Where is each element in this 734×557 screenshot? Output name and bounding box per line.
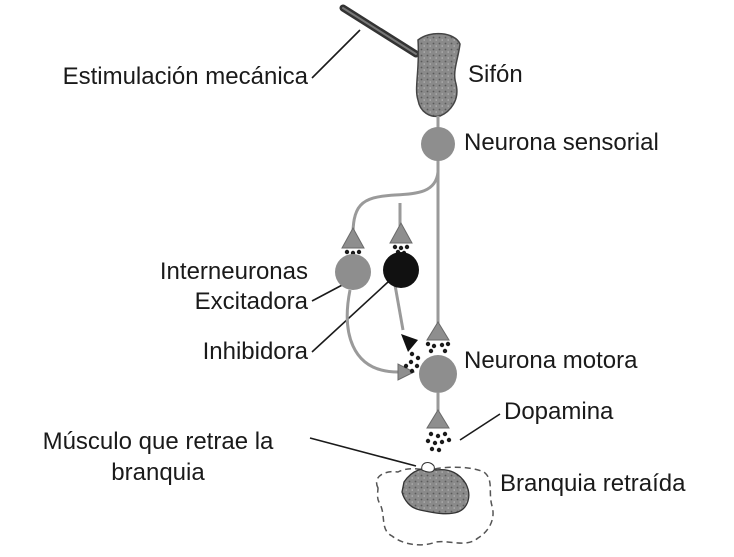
excitatory-label: Excitadora (194, 288, 308, 315)
interneurons-label: Interneuronas (159, 258, 308, 285)
sensory-neuron-body (421, 127, 455, 161)
stimulus-label: Estimulación mecánica (62, 63, 308, 90)
muscle-label-line1: Músculo que retrae la (42, 428, 274, 455)
sensory-neuron-label: Neurona sensorial (464, 129, 659, 156)
leader-lines (309, 29, 501, 467)
gill-outline (375, 466, 494, 546)
muscle-label-line2: branquia (111, 459, 205, 486)
motor-neuron-body (419, 355, 457, 393)
gill-label: Branquia retraída (500, 470, 686, 497)
gill-body (401, 467, 470, 515)
motor-neuron-label: Neurona motora (464, 347, 638, 374)
inhibitory-label: Inhibidora (202, 338, 308, 365)
inhibitory-interneuron-body (383, 252, 419, 288)
siphon-label: Sifón (468, 61, 523, 88)
dopamine-label: Dopamina (504, 398, 614, 425)
gill-muscle (421, 462, 435, 473)
neurotransmitter-dots (344, 244, 452, 453)
inhibitory-terminal (401, 334, 418, 352)
excitatory-interneuron-body (335, 254, 371, 290)
siphon-shape (415, 32, 461, 118)
stimulation-probe (339, 4, 420, 58)
